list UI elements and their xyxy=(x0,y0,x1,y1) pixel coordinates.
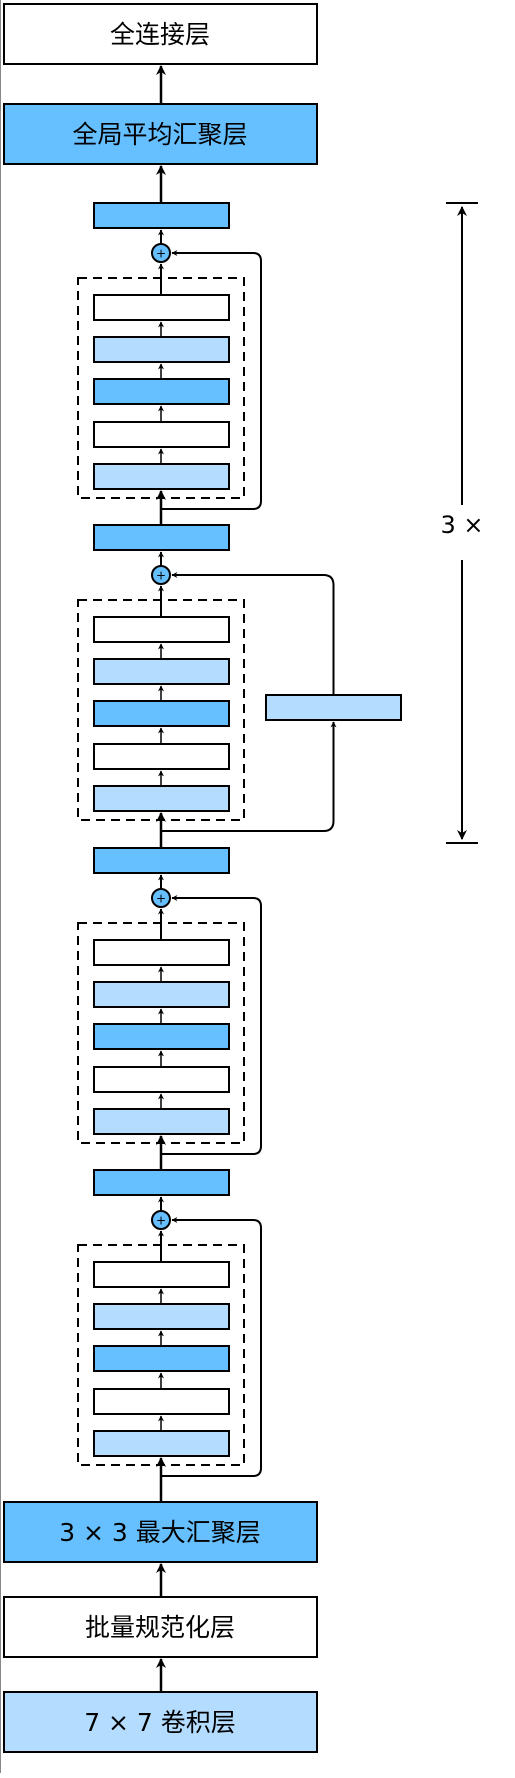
plus-symbol: + xyxy=(156,569,166,583)
maxpool-layer: 3 × 3 最大汇聚层 xyxy=(3,1501,318,1563)
transition-bar xyxy=(93,847,230,874)
conv-layer-5 xyxy=(93,1430,230,1457)
skip-path-upper xyxy=(171,572,335,695)
gap-layer: 全局平均汇聚层 xyxy=(3,103,318,165)
skip-path-lower xyxy=(161,721,337,832)
conv-layer-3 xyxy=(93,1023,230,1050)
transition-bar xyxy=(93,524,230,551)
bn-layer-label: 批量规范化层 xyxy=(85,1613,235,1642)
conv-layer-4 xyxy=(93,421,230,448)
conv-layer-1 xyxy=(93,616,230,643)
conv-layer-3 xyxy=(93,700,230,727)
fc-layer: 全连接层 xyxy=(3,3,318,65)
dense-unit-2: + xyxy=(77,524,402,848)
repeat-label: 3 × xyxy=(440,511,483,539)
conv-layer-1 xyxy=(93,939,230,966)
plus-symbol: + xyxy=(156,1214,166,1228)
conv-layer: 7 × 7 卷积层 xyxy=(3,1691,318,1753)
conv-layer-1 xyxy=(93,1261,230,1288)
conv-layer-2 xyxy=(93,658,230,685)
conv-layer-4 xyxy=(93,1388,230,1415)
plus-symbol: + xyxy=(156,892,166,906)
conv-layer-4 xyxy=(93,743,230,770)
projection-conv xyxy=(265,694,402,721)
conv-layer-5 xyxy=(93,463,230,490)
skip-path xyxy=(161,1217,262,1477)
dense-blocks: + + + + xyxy=(77,202,402,1502)
conv-layer-3 xyxy=(93,1345,230,1372)
conv-layer-label: 7 × 7 卷积层 xyxy=(84,1708,236,1737)
fc-layer-label: 全连接层 xyxy=(110,20,210,49)
transition-bar xyxy=(93,202,230,229)
conv-layer-5 xyxy=(93,785,230,812)
conv-layer-1 xyxy=(93,294,230,321)
skip-path xyxy=(161,895,262,1155)
conv-layer-2 xyxy=(93,1303,230,1330)
dense-unit-4: + xyxy=(77,1169,262,1502)
conv-layer-5 xyxy=(93,1108,230,1135)
skip-path xyxy=(161,250,262,510)
conv-layer-3 xyxy=(93,378,230,405)
conv-layer-4 xyxy=(93,1066,230,1093)
maxpool-layer-label: 3 × 3 最大汇聚层 xyxy=(59,1518,261,1547)
conv-layer-2 xyxy=(93,981,230,1008)
transition-bar xyxy=(93,1169,230,1196)
dense-unit-3: + xyxy=(77,847,262,1170)
dense-unit-1: + xyxy=(77,202,262,525)
conv-layer-2 xyxy=(93,336,230,363)
plus-symbol: + xyxy=(156,247,166,261)
bn-layer: 批量规范化层 xyxy=(3,1596,318,1658)
repeat-indicator: 3 × xyxy=(440,202,484,844)
gap-layer-label: 全局平均汇聚层 xyxy=(72,120,247,149)
